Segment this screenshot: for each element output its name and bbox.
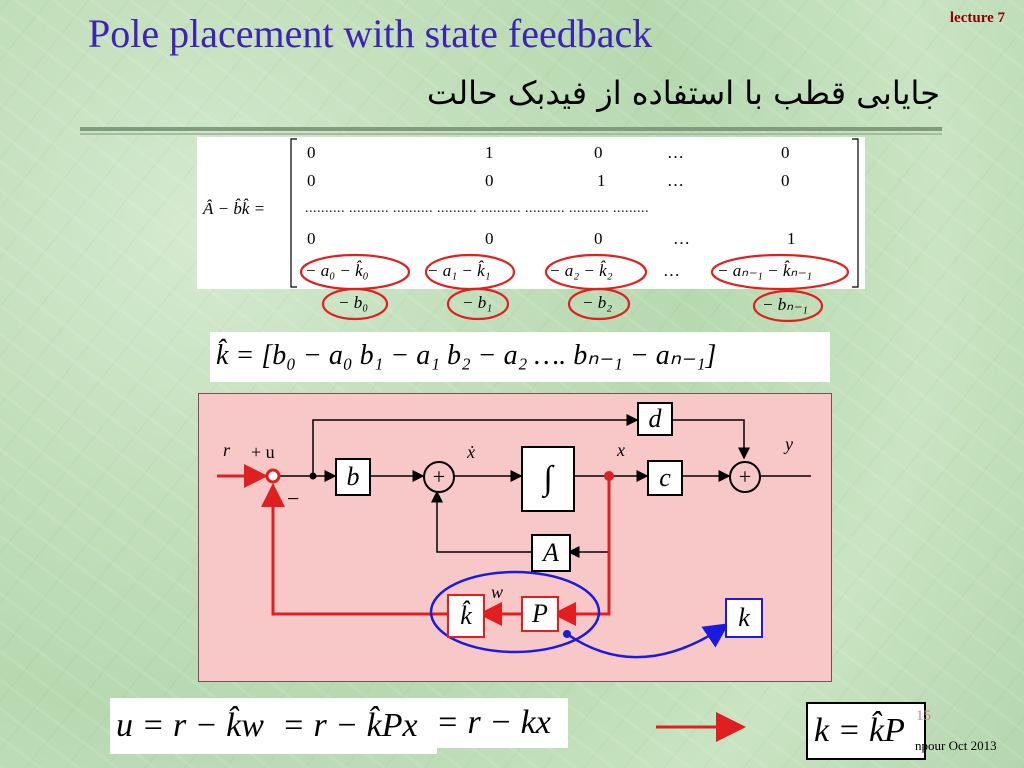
matrix-last-row-cell: − a₂ − k̂₂ [549, 261, 613, 280]
b2-label: − b₂ [582, 293, 613, 312]
matrix-cell: 0 [307, 171, 316, 190]
footer-text: npour Oct 2013 [915, 738, 997, 753]
equation-rkpx: = r − k̂Px [282, 698, 437, 754]
A-block: A [531, 534, 571, 572]
signal-r: r [223, 440, 231, 460]
matrix-last-row-cell: … [663, 261, 680, 280]
k-block: k [725, 598, 763, 638]
divider-line [80, 127, 942, 131]
signal-plus-u: + u [251, 442, 275, 462]
integrator-block: ∫ [521, 446, 575, 512]
matrix-last-row-cell: − aₙ₋₁ − k̂ₙ₋₁ [717, 261, 813, 280]
matrix-last-row-cell: − a₀ − k̂₀ [305, 261, 369, 280]
diagram-wires [217, 414, 811, 659]
b-block: b [335, 458, 371, 496]
matrix-dotted-row: .......... .......... .......... .......… [305, 201, 649, 216]
signal-x: x [617, 440, 625, 460]
c-block: c [647, 460, 683, 496]
matrix-cell: … [673, 229, 690, 248]
matrix-cell: 1 [485, 143, 494, 162]
implies-arrow [656, 712, 746, 742]
matrix-cell: 1 [597, 171, 606, 190]
equation-k: k = k̂P [806, 702, 926, 760]
signal-y: y [785, 434, 793, 454]
matrix-cell: … [667, 143, 684, 162]
d-block: d [637, 402, 673, 436]
k-hat-vector: k̂ = [b₀ − a₀ b₁ − a₁ b₂ − a₂ …. bₙ₋₁ − … [210, 332, 830, 382]
equation-u: u = r − k̂w [110, 698, 296, 754]
matrix-brackets [290, 138, 859, 288]
equation-rkx: = r − kx [436, 698, 568, 748]
matrix-cell: 1 [787, 229, 796, 248]
matrix-cell: 0 [485, 229, 494, 248]
page-number: 15 [916, 708, 931, 724]
matrix-cell: 0 [594, 229, 603, 248]
b0-label: − b₀ [338, 293, 369, 312]
bn1-label: − bₙ₋₁ [762, 295, 808, 314]
matrix-last-row-cell: − a₁ − k̂₁ [427, 261, 491, 280]
matrix-cell: 0 [485, 171, 494, 190]
signal-xdot: ẋ [467, 442, 475, 462]
summing-junction-1: + [423, 461, 455, 493]
signal-w: w [491, 582, 504, 602]
closed-loop-matrix: Â − b̂k̂ = 0 1 0 … 0 0 0 1 … 0 .........… [197, 137, 865, 289]
block-diagram: d b + ∫ c + A P k̂ k r + u − ẋ x y w [198, 393, 832, 682]
summing-junction-2: + [729, 461, 761, 493]
signal-minus: − [287, 486, 300, 511]
matrix-lhs: Â − b̂k̂ = [203, 199, 266, 218]
k-hat-block: k̂ [447, 594, 485, 638]
divider-line-secondary [80, 133, 942, 135]
matrix-cell: 0 [307, 229, 316, 248]
k-hat-equation: k̂ = [b₀ − a₀ b₁ − a₁ b₂ − a₂ …. bₙ₋₁ − … [216, 340, 717, 371]
b1-label: − b₁ [462, 293, 493, 312]
matrix-cell: 0 [307, 143, 316, 162]
lecture-label: lecture 7 [949, 10, 1005, 26]
slide-title: Pole placement with state feedback [88, 11, 653, 56]
matrix-cell: 0 [781, 171, 790, 190]
persian-subtitle: جایابی قطب با استفاده از فیدبک حالت [426, 74, 940, 112]
matrix-cell: … [667, 171, 684, 190]
matrix-cell: 0 [594, 143, 603, 162]
matrix-cell: 0 [781, 143, 790, 162]
P-block: P [521, 596, 559, 632]
